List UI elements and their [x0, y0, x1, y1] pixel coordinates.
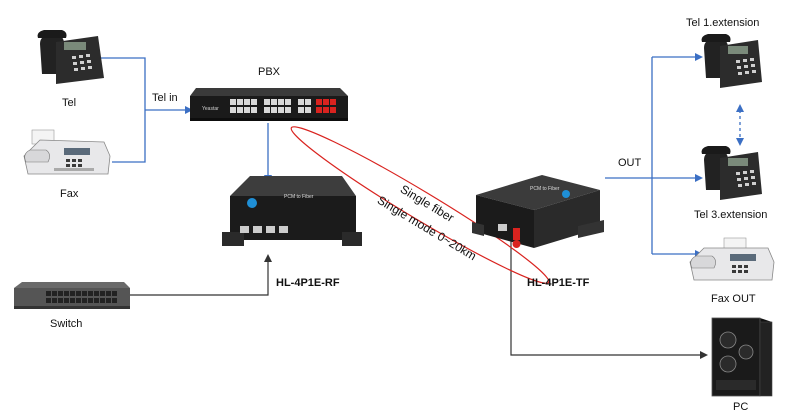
- arrow-to-tel1: [695, 53, 703, 61]
- fax-machine-icon: [23, 129, 111, 175]
- tel1-extension-label: Tel 1.extension: [686, 17, 760, 29]
- tel-phone-icon: [37, 30, 104, 84]
- dark-wires: [130, 240, 700, 356]
- fax-to-pbx-line: [112, 110, 146, 163]
- tel1-extension-phone-icon: [701, 34, 762, 88]
- tf-to-pc-line: [510, 240, 700, 356]
- fax-out-label: Fax OUT: [711, 293, 756, 305]
- fax-out-machine-icon: [689, 237, 775, 281]
- arrow-to-rf-from-switch: [264, 254, 272, 262]
- arrow-dashed-down: [736, 138, 744, 146]
- pc-tower-icon: [711, 317, 773, 397]
- pbx-label: PBX: [258, 66, 281, 78]
- pc-label: PC: [733, 401, 749, 413]
- arrow-to-tel3: [695, 174, 703, 182]
- connector-lines: [100, 56, 741, 255]
- out-label: OUT: [618, 157, 642, 169]
- rf-device-label: HL-4P1E-RF: [276, 277, 340, 289]
- switch-label: Switch: [50, 318, 83, 330]
- tel-label: Tel: [62, 97, 77, 109]
- fax-label: Fax: [60, 188, 79, 200]
- fiber-ellipse: [290, 126, 550, 284]
- pbx-brand-text: Yeastar: [202, 106, 219, 112]
- pbx-ports: [230, 99, 336, 113]
- fiber-link: [290, 126, 550, 284]
- tf-panel-text: PCM to Fiber: [530, 186, 560, 192]
- pbx-rack-icon: Yeastar: [190, 88, 348, 121]
- switch-to-rf-line: [130, 262, 269, 296]
- tel3-extension-label: Tel 3.extension: [694, 209, 768, 221]
- tf-device-label: HL-4P1E-TF: [527, 277, 590, 289]
- rf-fiber-converter-icon: PCM to Fiber: [222, 176, 362, 246]
- tel-to-pbx-line: [100, 57, 146, 110]
- network-switch-icon: [14, 282, 130, 309]
- arrow-to-pbx: [185, 106, 193, 114]
- arrow-to-pc: [700, 351, 708, 359]
- tel3-extension-phone-icon: [701, 146, 762, 200]
- tel-in-label: Tel in: [152, 92, 178, 104]
- arrow-dashed-up: [736, 104, 744, 112]
- rf-panel-text: PCM to Fiber: [284, 194, 314, 200]
- tf-fiber-converter-icon: PCM to Fiber: [472, 175, 604, 248]
